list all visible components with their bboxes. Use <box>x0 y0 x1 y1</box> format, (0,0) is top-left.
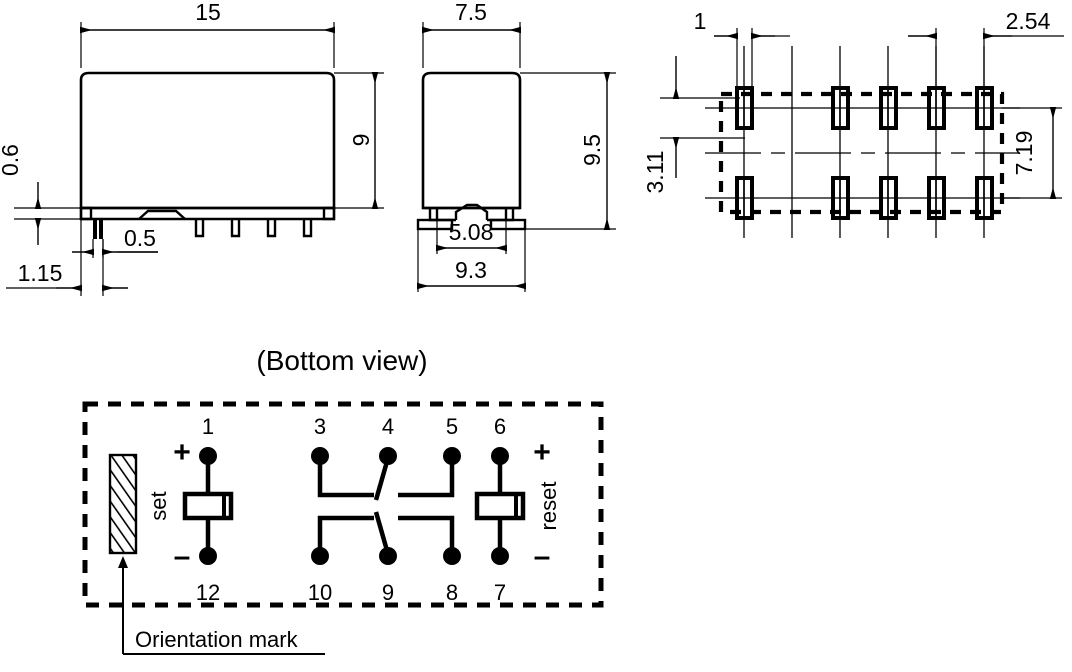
pcb-pad <box>831 86 850 130</box>
side-view-base-notch <box>454 203 489 220</box>
pin-number-bottom: 8 <box>446 580 458 605</box>
pcb-pad <box>831 176 850 220</box>
pin-number-top: 6 <box>494 414 506 439</box>
contact-lead-3-common <box>317 456 374 498</box>
side-dim-75-label: 7.5 <box>455 0 487 25</box>
pin-number-top: 3 <box>314 414 326 439</box>
bottom-view-pin-numbers-bottom: 12 10 9 8 7 <box>196 580 506 605</box>
pin-number-top: 4 <box>382 414 394 439</box>
pin-number-top: 1 <box>202 414 214 439</box>
side-view-foot-right <box>489 218 527 231</box>
pcb-dim-311-label: 3.11 <box>642 150 668 193</box>
contact-terminal-4 <box>379 447 397 465</box>
pcb-pad <box>975 86 994 130</box>
pcb-dim-719-label: 7.19 <box>1011 131 1037 176</box>
pcb-pad <box>927 86 946 130</box>
set-coil: + – set <box>146 436 234 573</box>
pcb-pad <box>735 176 754 220</box>
reset-coil-plus-sign: + <box>533 436 551 469</box>
front-view-pin-1a <box>93 219 97 239</box>
front-view-pin-3 <box>230 219 241 238</box>
orientation-mark: Orientation mark <box>108 453 325 655</box>
contact-terminal-9 <box>379 547 397 565</box>
side-view-body-outline <box>421 71 522 210</box>
orientation-mark-arrowhead <box>118 556 128 568</box>
side-view: 7.5 9.5 5.08 9.3 <box>416 0 616 292</box>
front-view-pin-5 <box>302 219 313 238</box>
bottom-view-pin-numbers-top: 1 3 4 5 6 <box>202 414 506 439</box>
orientation-mark-shape <box>108 453 138 555</box>
front-view-pin-1b <box>99 219 103 239</box>
front-dim-05-label: 0.5 <box>124 225 156 251</box>
front-view-pin-2 <box>194 219 205 238</box>
front-view: 15 9 0.6 0.5 1.15 <box>0 0 384 296</box>
side-dim-95-label: 9.5 <box>579 134 605 166</box>
pcb-pads-bottom-row <box>735 176 994 220</box>
pcb-pad <box>975 176 994 220</box>
set-coil-label: set <box>146 491 171 520</box>
front-dim-06-label: 0.6 <box>0 144 23 176</box>
pcb-pad <box>735 86 754 130</box>
contact-blade-lower <box>373 511 391 555</box>
front-view-base-notch <box>138 209 186 220</box>
pin-number-bottom: 10 <box>308 580 332 605</box>
set-coil-plus-sign: + <box>173 436 191 469</box>
pcb-pads-top-row <box>735 86 994 130</box>
front-view-right-foot <box>322 206 336 221</box>
pcb-layout-view: 1 2.54 3.11 7.19 <box>642 8 1064 238</box>
set-coil-minus-sign: – <box>174 540 191 573</box>
side-dim-508-label: 5.08 <box>449 219 494 245</box>
reset-coil-minus-sign: – <box>534 540 551 573</box>
bottom-view: (Bottom view) Orientation mark + – set <box>82 345 604 655</box>
pin-number-top: 5 <box>446 414 458 439</box>
side-view-foot-left <box>416 218 454 231</box>
pcb-pad <box>879 86 898 130</box>
bottom-view-title: (Bottom view) <box>256 345 427 376</box>
pcb-pad <box>879 176 898 220</box>
side-dim-93-label: 9.3 <box>455 257 487 283</box>
contact-blade-upper <box>373 457 391 501</box>
reset-coil: + – reset <box>474 436 561 573</box>
pin-number-bottom: 7 <box>494 580 506 605</box>
pin-number-bottom: 12 <box>196 580 220 605</box>
front-dim-15-label: 15 <box>195 0 221 25</box>
orientation-mark-label: Orientation mark <box>135 627 299 652</box>
contact-block <box>311 447 461 565</box>
bottom-view-package-outline <box>82 401 604 608</box>
pin-number-bottom: 9 <box>382 580 394 605</box>
contact-lead-8-fixed <box>398 515 455 556</box>
contact-lead-5-fixed <box>398 456 455 498</box>
pcb-pad <box>927 176 946 220</box>
front-view-pin-4 <box>266 219 277 238</box>
contact-lead-10-common <box>317 515 374 556</box>
front-dim-115-label: 1.15 <box>18 260 63 286</box>
pcb-dim-254-label: 2.54 <box>1006 8 1051 34</box>
front-view-body-outline <box>79 71 336 210</box>
reset-coil-label: reset <box>536 482 561 531</box>
pcb-dim-1-label: 1 <box>694 8 707 34</box>
front-dim-9-label: 9 <box>348 134 374 147</box>
